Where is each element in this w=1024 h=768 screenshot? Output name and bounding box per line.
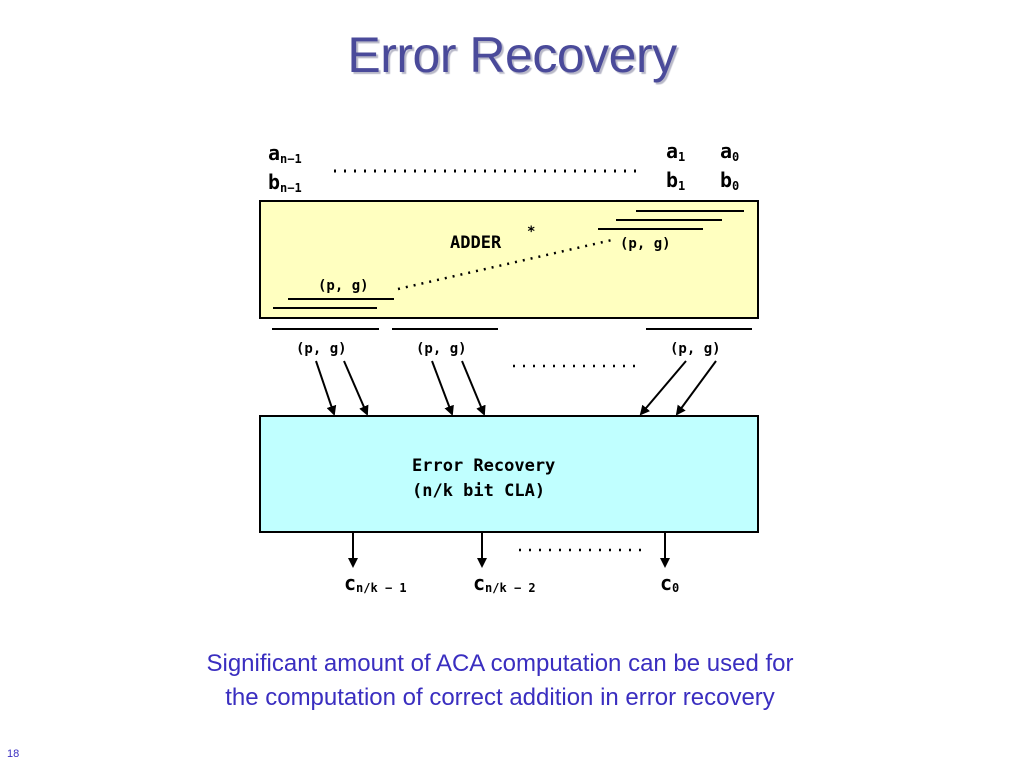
carry-output-label: c0 — [660, 571, 679, 595]
pg-arrow — [431, 360, 454, 416]
input-a0: a0 — [720, 139, 739, 164]
adder-pg-right: (p, g) — [620, 236, 671, 252]
adder-pg-left: (p, g) — [318, 278, 369, 294]
pg-arrow — [639, 360, 687, 416]
slide-title: Error Recovery — [347, 27, 677, 83]
pg-arrow — [461, 360, 486, 416]
page-number: 18 — [7, 748, 20, 760]
carry-output-label: cn/k − 1 — [344, 571, 407, 595]
recovery-label-line1: Error Recovery — [412, 456, 555, 476]
error-recovery-diagram: an−1 bn−1 a1 a0 b1 b0 ADDER * (p, g) (p,… — [259, 139, 759, 595]
adder-block — [259, 200, 759, 319]
recovery-block — [259, 415, 759, 533]
caption-line-2: the computation of correct addition in e… — [225, 684, 775, 711]
input-a1: a1 — [666, 139, 685, 164]
caption-line-1: Significant amount of ACA computation ca… — [206, 650, 794, 677]
pg-arrow — [315, 360, 337, 416]
pg-output-label: (p, g) — [416, 341, 467, 357]
adder-star: * — [527, 224, 535, 240]
recovery-label-line2: (n/k bit CLA) — [412, 481, 545, 501]
input-b0: b0 — [720, 168, 739, 193]
pg-arrow — [675, 360, 717, 416]
input-b1: b1 — [666, 168, 685, 193]
adder-label: ADDER — [450, 233, 502, 253]
carry-output-label: cn/k − 2 — [473, 571, 536, 595]
pg-output-label: (p, g) — [296, 341, 347, 357]
input-b-msb: bn−1 — [268, 170, 302, 195]
input-a-msb: an−1 — [268, 141, 302, 166]
pg-arrow — [343, 360, 369, 416]
caption: Significant amount of ACA computation ca… — [100, 647, 900, 715]
pg-output-label: (p, g) — [670, 341, 721, 357]
